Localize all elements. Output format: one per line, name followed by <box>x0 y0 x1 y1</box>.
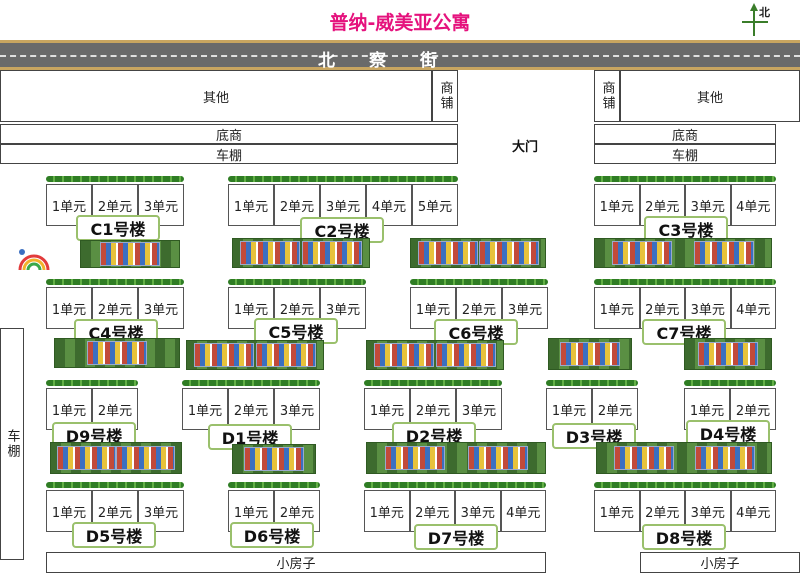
side-bike-shed: 车棚 <box>0 328 24 560</box>
bike-shed-right: 车棚 <box>594 144 776 164</box>
unit-4: 4单元 <box>730 184 776 226</box>
parking-lot <box>186 340 324 370</box>
unit-1: 1单元 <box>228 287 274 329</box>
building-label-d3: D3号楼 <box>552 423 636 449</box>
parking-lot <box>232 444 316 474</box>
parked-cars <box>374 343 434 367</box>
parked-cars <box>194 343 254 367</box>
hedge <box>594 176 776 182</box>
unit-4: 4单元 <box>730 490 776 532</box>
parking-lot <box>594 238 772 268</box>
hedge <box>46 482 184 488</box>
small-house-right: 小房子 <box>640 552 800 573</box>
unit-1: 1单元 <box>364 490 410 532</box>
playground-icon <box>16 238 52 274</box>
parked-cars <box>436 343 496 367</box>
parked-cars <box>467 446 528 470</box>
hedge <box>46 176 184 182</box>
unit-1: 1单元 <box>594 490 640 532</box>
shop-right: 商铺 <box>594 70 620 122</box>
retail-left: 底商 <box>0 124 458 144</box>
other-area-right: 其他 <box>620 70 800 122</box>
parked-cars <box>100 242 160 266</box>
parked-cars <box>612 241 672 265</box>
unit-3: 3单元 <box>274 388 320 430</box>
hedge <box>684 380 776 386</box>
hedge <box>594 482 776 488</box>
parking-lot <box>410 238 546 268</box>
north-street-road: 北 察 街 <box>0 40 800 71</box>
hedge <box>546 380 638 386</box>
parking-lot <box>366 442 546 474</box>
unit-1: 1单元 <box>46 287 92 329</box>
compass-north-label: 北 <box>759 6 770 19</box>
hedge <box>364 380 502 386</box>
parked-cars <box>57 446 116 470</box>
hedge <box>228 482 320 488</box>
hedge <box>410 279 548 285</box>
hedge <box>46 279 184 285</box>
main-gate: 大门 <box>512 140 539 155</box>
retail-right: 底商 <box>594 124 776 144</box>
unit-1: 1单元 <box>594 184 640 226</box>
unit-4: 4单元 <box>500 490 546 532</box>
parked-cars <box>240 241 300 265</box>
parked-cars <box>87 341 147 365</box>
parking-lot <box>50 442 182 474</box>
parked-cars <box>302 241 362 265</box>
hedge <box>364 482 546 488</box>
hedge <box>182 380 320 386</box>
parking-lot <box>232 238 370 268</box>
building-label-d7: D7号楼 <box>414 524 498 550</box>
unit-4: 4单元 <box>730 287 776 329</box>
parked-cars <box>560 342 620 366</box>
hedge <box>594 279 776 285</box>
road-name-text: 北 察 街 <box>318 51 437 71</box>
building-label-c1: C1号楼 <box>76 215 160 241</box>
unit-1: 1单元 <box>410 287 456 329</box>
unit-3: 3单元 <box>456 388 502 430</box>
parked-cars <box>694 446 755 470</box>
parking-lot <box>684 338 772 370</box>
building-label-d6: D6号楼 <box>230 522 314 548</box>
parked-cars <box>698 342 758 366</box>
building-label-d5: D5号楼 <box>72 522 156 548</box>
unit-2: 2单元 <box>228 388 274 430</box>
unit-1: 1单元 <box>228 184 274 226</box>
parked-cars <box>256 343 316 367</box>
building-d1-units: 1单元 2单元 3单元 <box>182 388 320 430</box>
parked-cars <box>417 241 478 265</box>
parking-lot <box>596 442 772 474</box>
unit-4: 4单元 <box>366 184 412 226</box>
parking-lot <box>366 340 504 370</box>
parked-cars <box>244 447 304 471</box>
building-c2-units: 1单元 2单元 3单元 4单元 5单元 <box>228 184 458 226</box>
parked-cars <box>384 446 445 470</box>
hedge <box>228 176 458 182</box>
parking-lot <box>548 338 632 370</box>
parking-lot <box>54 338 180 368</box>
bike-shed-left: 车棚 <box>0 144 458 164</box>
map-title: 普纳-威美亚公寓 <box>329 12 471 34</box>
parked-cars <box>694 241 754 265</box>
unit-1: 1单元 <box>46 184 92 226</box>
other-area-left: 其他 <box>0 70 432 122</box>
north-arrow-icon <box>738 2 774 38</box>
parking-lot <box>80 240 180 268</box>
shop-left: 商铺 <box>432 70 458 122</box>
hedge <box>228 279 366 285</box>
parked-cars <box>116 446 175 470</box>
building-label-d8: D8号楼 <box>642 524 726 550</box>
unit-5: 5单元 <box>412 184 458 226</box>
small-house-left: 小房子 <box>46 552 546 573</box>
parked-cars <box>613 446 674 470</box>
hedge <box>46 380 138 386</box>
unit-1: 1单元 <box>594 287 640 329</box>
unit-1: 1单元 <box>182 388 228 430</box>
parked-cars <box>478 241 539 265</box>
